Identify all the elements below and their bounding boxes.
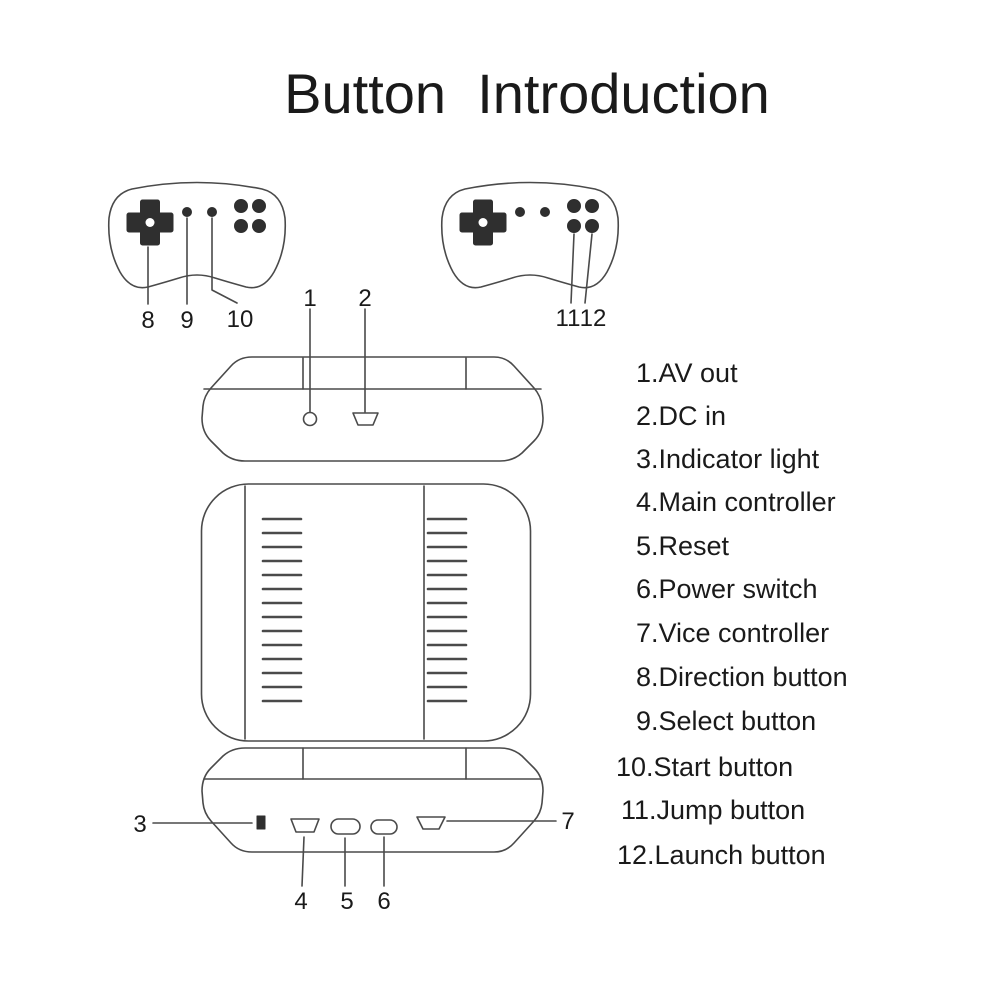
legend-item-dc-in: 2.DC in — [636, 401, 727, 431]
page-title: Button Introduction — [284, 62, 770, 125]
callout-num-select-button: 9 — [180, 307, 194, 334]
left-controller — [109, 183, 286, 288]
legend-item-jump-button: 11.Jump button — [621, 795, 806, 825]
callout-num-power-switch: 6 — [377, 888, 391, 915]
bottom-view-outline — [201, 747, 544, 853]
console-body-seams — [244, 485, 425, 740]
legend-item-indicator-light: 3.Indicator light — [636, 444, 820, 474]
callout-num-direction-button: 8 — [141, 307, 155, 334]
controller-callout-lines — [147, 217, 593, 305]
reset-port — [330, 818, 361, 835]
callout-num-reset: 5 — [340, 888, 354, 915]
dc-in-port — [352, 412, 379, 426]
power-switch-port — [370, 819, 398, 835]
top-view-panel-seams — [302, 357, 467, 390]
callout-num-main-controller: 4 — [294, 888, 308, 915]
console-body — [200, 483, 532, 742]
legend-item-main-controller: 4.Main controller — [636, 487, 836, 517]
console-top-view — [201, 308, 544, 462]
legend-item-start-button: 10.Start button — [616, 752, 794, 782]
legend-item-vice-controller: 7.Vice controller — [636, 618, 830, 648]
callout-num-av-out: 1 — [303, 285, 317, 312]
indicator-light-mark — [256, 815, 266, 830]
legend-item-select-button: 9.Select button — [636, 706, 817, 736]
legend-item-reset: 5.Reset — [636, 531, 730, 561]
callout-line-jump-button — [570, 233, 575, 304]
callout-num-dc-in: 2 — [358, 285, 372, 312]
left-vent-grille — [261, 517, 303, 703]
legend-item-av-out: 1.AV out — [636, 358, 738, 388]
right-vent-grille — [426, 517, 468, 703]
callout-line-launch-button — [584, 233, 593, 304]
callout-num-vice-controller: 7 — [561, 808, 575, 835]
legend-item-direction-button: 8.Direction button — [636, 662, 848, 692]
av-out-port — [302, 411, 318, 427]
callout-line-start-button — [211, 217, 238, 304]
callout-num-indicator-light: 3 — [133, 811, 147, 838]
bottom-view-panel-seams — [302, 747, 467, 780]
main-controller-port — [290, 818, 320, 833]
legend-item-power-switch: 6.Power switch — [636, 574, 818, 604]
console-body-outline — [200, 483, 532, 742]
console-bottom-view — [152, 747, 557, 887]
callout-num-jump-button: 11 — [555, 305, 581, 332]
callout-num-start-button: 10 — [226, 306, 254, 333]
top-view-outline — [201, 356, 544, 462]
callout-line-main-controller — [301, 836, 305, 887]
legend-item-launch-button: 12.Launch button — [617, 840, 826, 870]
callout-num-launch-button: 12 — [579, 305, 607, 332]
vice-controller-port — [416, 816, 446, 830]
